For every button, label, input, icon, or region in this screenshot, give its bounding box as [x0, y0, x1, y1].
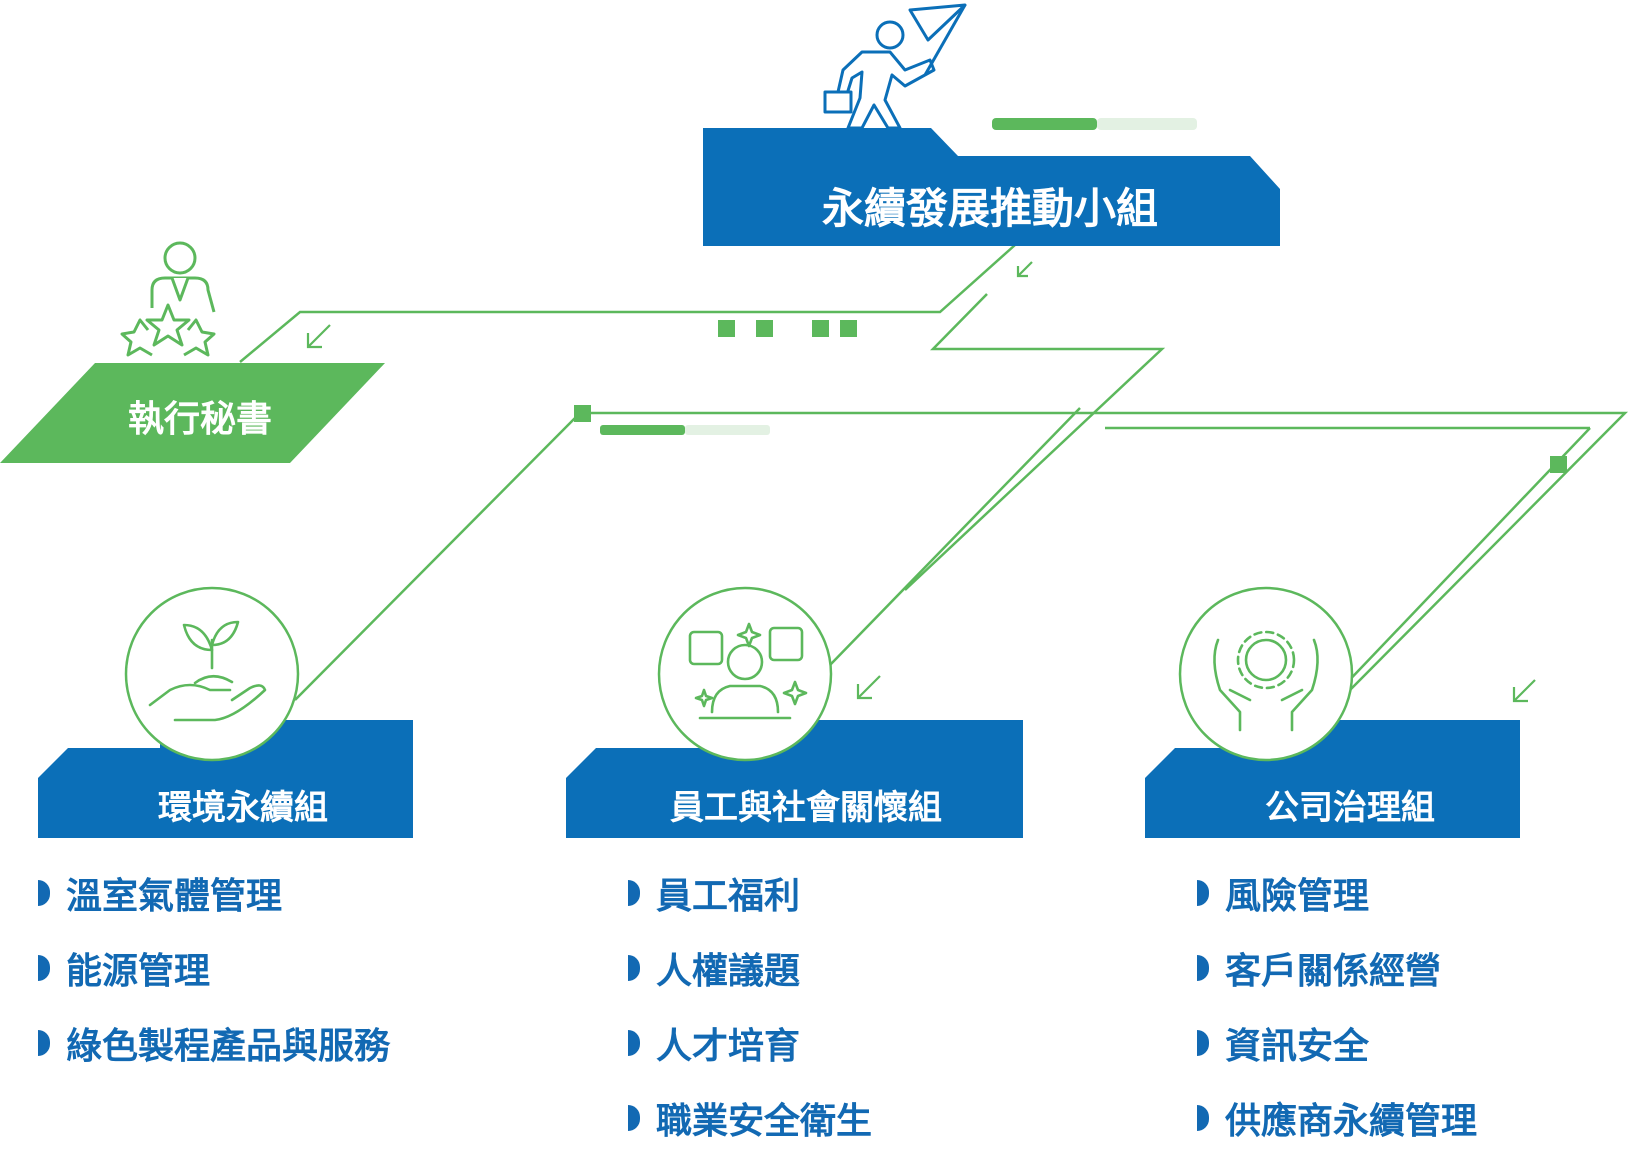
list-item: 資訊安全: [1197, 1005, 1477, 1080]
list-item: 人權議題: [628, 930, 872, 1005]
dot-bar-middle: [600, 425, 770, 435]
arrow-icons: [306, 261, 1536, 703]
top-group-box: [703, 128, 1280, 246]
env-group-title: 環境永續組: [158, 788, 328, 828]
env-group-box: [38, 720, 413, 838]
bullet-icon: [38, 879, 50, 906]
connector-lines: [239, 244, 1629, 701]
social-group-title: 員工與社會關懷組: [670, 788, 942, 828]
arrow-down-left-icon: [856, 675, 881, 700]
bullet-icon: [1197, 879, 1209, 906]
bullet-icon: [38, 1029, 50, 1056]
employee-star-icon: [120, 241, 216, 357]
arrow-down-left-icon: [306, 324, 331, 349]
bullet-icon: [628, 879, 640, 906]
bullet-icon: [628, 1104, 640, 1131]
gov-group-list: 風險管理 客戶關係經營 資訊安全 供應商永續管理: [1197, 855, 1477, 1155]
plant-hand-icon: [148, 620, 267, 722]
top-group-title: 永續發展推動小組: [821, 184, 1158, 233]
bullet-icon: [628, 954, 640, 981]
bullet-icon: [38, 954, 50, 981]
secretary-title: 執行秘書: [127, 399, 272, 440]
social-group-box: [566, 720, 1023, 838]
gear-hands-icon: [1213, 630, 1319, 732]
gov-group-title: 公司治理組: [1265, 788, 1435, 828]
leader-flag-icon: [823, 3, 967, 130]
bullet-icon: [1197, 954, 1209, 981]
employee-feedback-icon: [688, 622, 808, 720]
bullet-icon: [628, 1029, 640, 1056]
env-group-list: 溫室氣體管理 能源管理 綠色製程產品與服務: [38, 855, 390, 1080]
line-markers: [574, 320, 1567, 473]
dot-bar-top: [992, 118, 1197, 130]
list-item: 能源管理: [38, 930, 390, 1005]
list-item: 人才培育: [628, 1005, 872, 1080]
arrow-down-left-icon: [1016, 261, 1033, 278]
list-item: 溫室氣體管理: [38, 855, 390, 930]
bullet-icon: [1197, 1029, 1209, 1056]
secretary-box: [0, 363, 385, 463]
list-item: 員工福利: [628, 855, 872, 930]
social-group-list: 員工福利 人權議題 人才培育 職業安全衛生: [628, 855, 872, 1155]
bullet-icon: [1197, 1104, 1209, 1131]
list-item: 綠色製程產品與服務: [38, 1005, 390, 1080]
list-item: 供應商永續管理: [1197, 1080, 1477, 1155]
arrow-down-left-icon: [1512, 679, 1536, 703]
list-item: 職業安全衛生: [628, 1080, 872, 1155]
list-item: 風險管理: [1197, 855, 1477, 930]
list-item: 客戶關係經營: [1197, 930, 1477, 1005]
